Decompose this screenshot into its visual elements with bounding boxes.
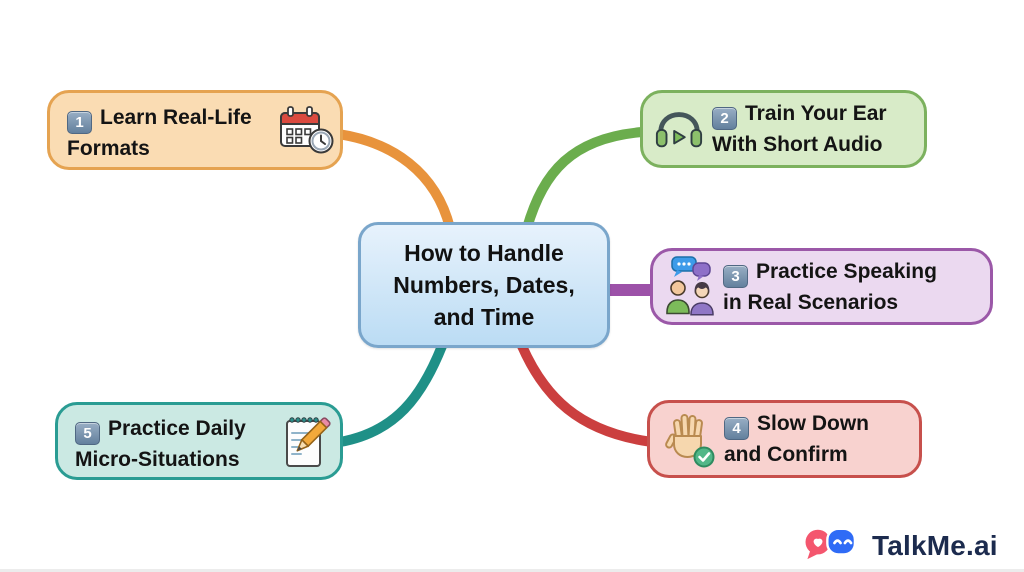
branch-label: 1 Learn Real-Life Formats (67, 103, 340, 163)
logo-pink-bubble (805, 529, 831, 560)
talkme-logo-text: TalkMe.ai (872, 529, 998, 561)
branch-label-line: Formats (67, 137, 150, 160)
branch-label-line: With Short Audio (712, 133, 883, 156)
number-badge: 5 (75, 422, 100, 445)
number-badge: 2 (712, 107, 737, 130)
people-chat-icon (665, 255, 715, 319)
branch-node-train-your-ear: 2 Train Your Ear With Short Audio (640, 90, 927, 168)
branch-label: 5 Practice Daily Micro-Situations (75, 414, 340, 474)
central-topic-line: and Time (433, 304, 535, 330)
central-topic-node: How to Handle Numbers, Dates, and Time (358, 222, 610, 348)
connector-branch-4 (517, 341, 657, 447)
branch-node-learn-real-life-formats: 1 Learn Real-Life Formats (47, 90, 343, 170)
number-badge: 3 (723, 264, 748, 288)
connector-branch-5 (335, 341, 447, 447)
branch-label-line: Slow Down (757, 412, 869, 435)
branch-label-line: in Real Scenarios (723, 290, 899, 314)
number-badge: 4 (724, 417, 749, 440)
hand-check-icon (664, 410, 716, 468)
branch-node-practice-speaking: 3 Practice Speaking in Real Scenarios (650, 248, 993, 325)
branch-label-line: Micro-Situations (75, 448, 240, 471)
calendar-clock-icon (278, 104, 334, 159)
branch-label-line: Learn Real-Life (100, 106, 252, 129)
notepad-pencil-icon (282, 412, 332, 477)
central-topic-line: How to Handle (404, 240, 564, 266)
number-badge: 1 (67, 111, 92, 134)
branch-label-line: Practice Daily (108, 417, 246, 440)
connector-branch-2 (522, 127, 647, 233)
bottom-edge-strip (0, 569, 1024, 572)
headphones-play-icon (654, 106, 704, 152)
talkme-logo-icon (803, 524, 865, 567)
branch-label: 3 Practice Speaking in Real Scenarios (723, 257, 937, 317)
logo-blue-bubble (826, 527, 857, 556)
central-topic-line: Numbers, Dates, (393, 272, 575, 298)
branch-node-practice-daily-micro-situations: 5 Practice Daily Micro-Situations (55, 402, 343, 480)
branch-label: 2 Train Your Ear With Short Audio (712, 99, 887, 159)
talkme-logo: TalkMe.ai (803, 524, 998, 567)
connector-branch-1 (333, 129, 455, 233)
branch-node-slow-down-confirm: 4 Slow Down and Confirm (647, 400, 922, 478)
branch-label-line: Practice Speaking (756, 259, 937, 283)
branch-label: 4 Slow Down and Confirm (724, 409, 869, 469)
branch-label-line: and Confirm (724, 443, 848, 466)
branch-label-line: Train Your Ear (745, 102, 887, 125)
